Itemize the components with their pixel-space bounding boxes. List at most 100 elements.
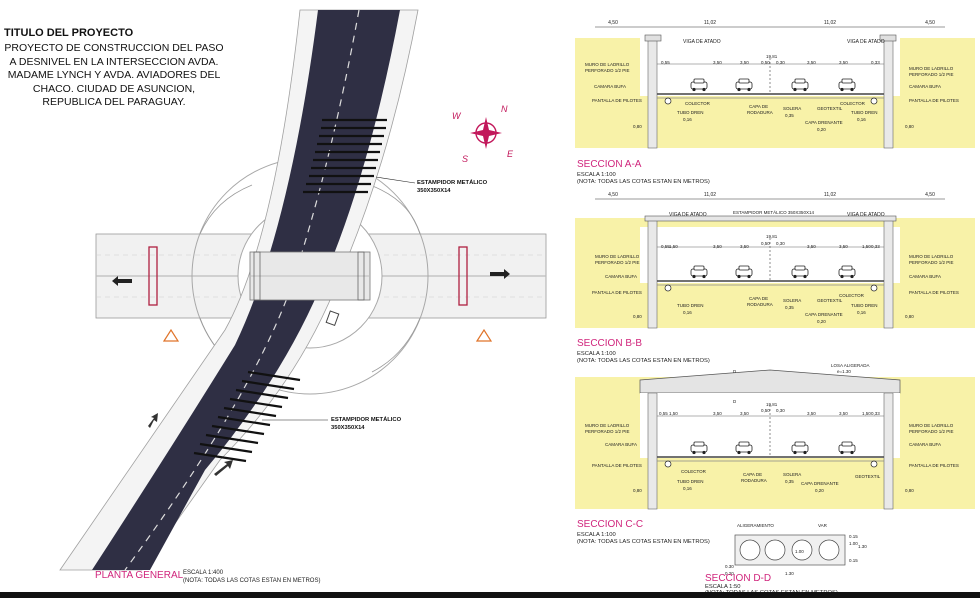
plan-scale: ESCALA 1:400 (183, 570, 224, 576)
drain-pipe-icon (870, 460, 878, 468)
section-b-note: (NOTA: TODAS LAS COTAS ESTAN EN METROS) (577, 358, 710, 364)
dim-050: 0,50 (761, 408, 770, 413)
dim-055: 0,55 (659, 411, 668, 416)
section-a-scale: ESCALA 1:100 (577, 172, 616, 178)
label-capa-2: RODADURA (747, 302, 773, 307)
dim-350-2: 3,50 (740, 60, 749, 65)
estampidor-label-1a: ESTAMPIDOR METÁLICO (417, 179, 488, 186)
label-tubo-right: TUBO DREN (851, 303, 878, 308)
label-viga-left: VIGA DE ATADO (669, 212, 707, 218)
dim-d-130: 1.30 (785, 571, 794, 576)
label-drenante: CAPA DRENANTE (805, 120, 843, 125)
dim-350-1: 3,50 (713, 60, 722, 65)
direction-arrow-icon (214, 460, 233, 476)
pier-east (458, 246, 468, 306)
direction-arrow-icon (148, 413, 158, 428)
dim-150: 1,50 (669, 411, 678, 416)
dim-d-030: 0.30 (725, 564, 734, 569)
label-pantalla-left: PANTALLA DE PILOTES (592, 98, 642, 103)
label-viga-left: VIGA DE ATADO (683, 39, 721, 45)
label-capa-1: CAPA DE (743, 472, 762, 477)
label-losa-e: e=1.30 (837, 369, 851, 374)
dim-1981: 19,81 (766, 402, 778, 407)
dim-050: 0,50 (761, 60, 770, 65)
label-muro-right-1: MURO DE LADRILLO (909, 254, 954, 259)
label-aligeramiento: ALIGERAMIENTO (737, 523, 774, 528)
dim-016-right: 0,16 (857, 117, 866, 122)
dim-150: 1,50 (862, 244, 871, 249)
label-capa-1: CAPA DE (749, 296, 768, 301)
label-drenante: CAPA DRENANTE (801, 481, 839, 486)
dim-350: 3,50 (713, 244, 722, 249)
pier-center-west (253, 251, 261, 301)
void (818, 539, 840, 561)
label-camara-left: CAMARA BUFA (605, 442, 637, 447)
warning-sign-icon (162, 328, 180, 342)
label-solera: SOLERA (783, 106, 801, 111)
label-muro-right-1: MURO DE LADRILLO (909, 423, 954, 428)
dim-030: 0,30 (776, 408, 785, 413)
dim-1981: 19,81 (766, 54, 778, 59)
dim-150: 1,50 (862, 411, 871, 416)
label-tubo-left: TUBO DREN (677, 110, 704, 115)
section-a-note: (NOTA: TODAS LAS COTAS ESTAN EN METROS) (577, 179, 710, 185)
dim-d-100: 1.00 (795, 549, 804, 554)
dim-030: 0,30 (776, 241, 785, 246)
section-c-title: SECCION C-C (577, 519, 643, 530)
dim-055: 0,55 (661, 60, 670, 65)
direction-arrow-icon (112, 276, 132, 286)
dim-016: 0,16 (857, 310, 866, 315)
drain-pipe-icon (870, 97, 878, 105)
highway-depressed (92, 10, 400, 570)
label-colector-left: COLECTOR (685, 101, 711, 106)
void (739, 539, 761, 561)
estampidor-zone-north (303, 118, 387, 194)
drain-pipe-icon (664, 97, 672, 105)
dim-033: 0,33 (871, 244, 880, 249)
estampidor-zone-south (193, 370, 301, 463)
label-solera: SOLERA (783, 298, 801, 303)
section-a-title: SECCION A-A (577, 159, 642, 170)
label-colector: COLECTOR (681, 469, 707, 474)
sections-panel: 4,50 11,02 11,02 4,50 VIGA DE ATADO VIGA… (575, 20, 975, 596)
direction-arrow-icon (490, 269, 510, 279)
label-tubo-right: TUBO DREN (851, 110, 878, 115)
dim-1981: 19,81 (766, 234, 778, 239)
label-viga-right: VIGA DE ATADO (847, 212, 885, 218)
void (764, 539, 786, 561)
section-a: 4,50 11,02 11,02 4,50 VIGA DE ATADO VIGA… (575, 20, 975, 149)
dim-d-020: 0.20 (725, 571, 734, 576)
dim-080-left: 0,80 (633, 124, 642, 129)
pile-left (647, 392, 658, 510)
label-muro-left-2: PERFORADO 1/2 PIE (595, 260, 640, 265)
dim-1102-left: 11,02 (704, 20, 716, 26)
label-pantalla-right: PANTALLA DE PILOTES (909, 290, 959, 295)
tie-beam-right (879, 34, 897, 42)
dim-080-right: 0,80 (905, 124, 914, 129)
title-block: TITULO DEL PROYECTO PROYECTO DE CONSTRUC… (4, 27, 224, 110)
project-description: PROYECTO DE CONSTRUCCION DEL PASO A DESN… (4, 42, 224, 108)
dim-350: 3,50 (713, 411, 722, 416)
label-camara-right: CAMARA BUFA (909, 84, 941, 89)
dim-350: 3,50 (839, 244, 848, 249)
pile-right (883, 217, 894, 329)
compass-e: E (507, 149, 514, 159)
dim-350: 3,50 (740, 244, 749, 249)
plan-scale-block: ESCALA 1:400 (NOTA: TODAS LAS COTAS ESTA… (183, 569, 320, 585)
label-colector-right: COLECTOR (840, 101, 866, 106)
section-c-scale: ESCALA 1:100 (577, 532, 616, 538)
dim-020: 0,20 (817, 319, 826, 324)
label-capa-2: RODADURA (741, 478, 767, 483)
dim-055: 0,55 (661, 244, 670, 249)
label-muro-left-2: PERFORADO 1/2 PIE (585, 429, 630, 434)
pile-right (883, 392, 894, 510)
label-losa: LOSA ALIGERADA (831, 363, 870, 368)
compass-s: S (462, 154, 468, 164)
dim-350: 3,50 (807, 411, 816, 416)
label-pantalla-right: PANTALLA DE PILOTES (909, 463, 959, 468)
label-pantalla-right: PANTALLA DE PILOTES (909, 98, 959, 103)
label-camara-left: CAMARA BUFA (605, 274, 637, 279)
dim-033: 0,33 (871, 411, 880, 416)
drain-pipe-icon (870, 284, 878, 292)
dim-016-left: 0,16 (683, 117, 692, 122)
